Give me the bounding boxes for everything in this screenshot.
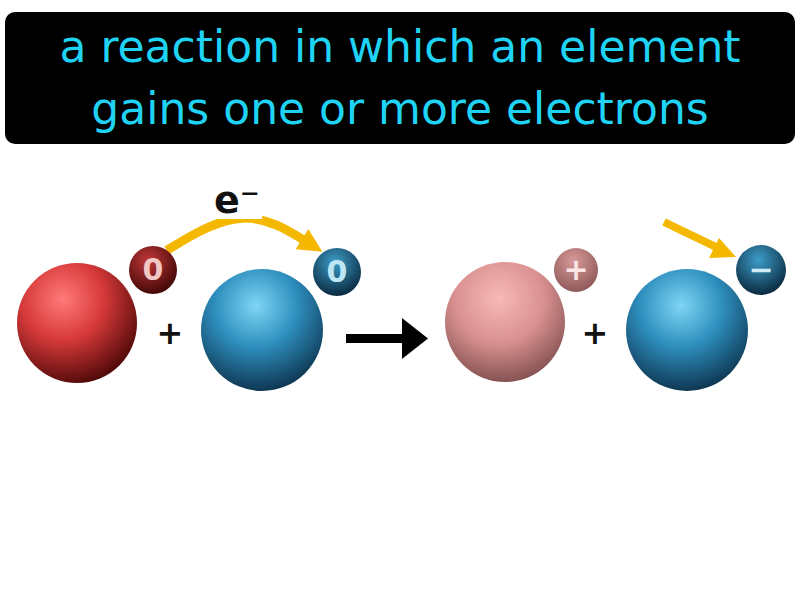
title-banner: a reaction in which an element gains one…: [5, 12, 795, 144]
charge-sign: −: [748, 255, 773, 285]
electron-transfer-arrow: [167, 218, 312, 250]
atom-sphere: [17, 263, 137, 383]
plus-sign: +: [582, 317, 609, 349]
charge-sign: +: [563, 255, 588, 285]
electron-symbol: e⁻: [212, 181, 262, 219]
pointer-arrow: [664, 222, 736, 258]
electron-sphere: 0: [129, 246, 177, 294]
atom-sphere: [201, 269, 323, 391]
ion-sphere: [626, 269, 748, 391]
charge-sign: 0: [143, 255, 164, 285]
electron-sphere: 0: [313, 248, 361, 296]
title-text: a reaction in which an element gains one…: [5, 12, 795, 144]
electron-sphere: −: [736, 245, 786, 295]
reaction-arrow: [346, 318, 428, 359]
charge-sign: 0: [327, 257, 348, 287]
electron-sphere: +: [554, 248, 598, 292]
ion-sphere: [445, 262, 565, 382]
plus-sign: +: [157, 317, 184, 349]
